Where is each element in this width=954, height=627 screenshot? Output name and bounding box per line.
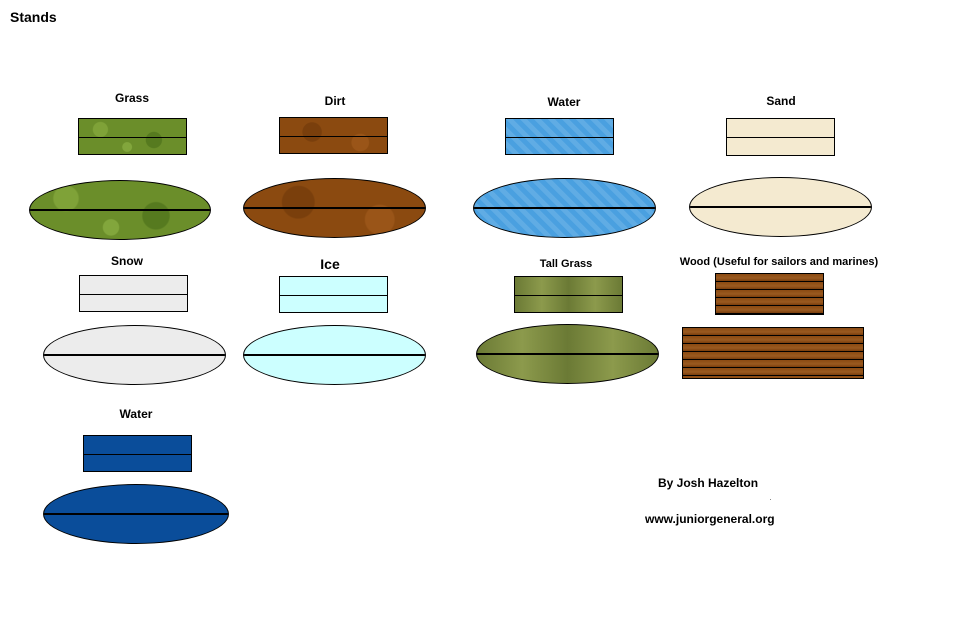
- sand-oval-stand: [689, 177, 872, 237]
- stand-divider: [690, 206, 871, 208]
- dirt-oval-stand: [243, 178, 426, 238]
- stand-divider: [30, 209, 210, 211]
- stray-dot: [770, 499, 771, 500]
- stand-divider: [515, 294, 622, 296]
- stand-label-dirt: Dirt: [324, 94, 346, 108]
- stand-divider: [280, 135, 387, 137]
- water-rect-stand: [505, 118, 614, 155]
- website-credit: www.juniorgeneral.org: [645, 512, 775, 526]
- stand-divider: [280, 294, 387, 296]
- stand-divider: [44, 354, 225, 356]
- stand-label-wood: Wood (Useful for sailors and marines): [679, 256, 879, 268]
- stand-label-snow: Snow: [111, 254, 143, 268]
- stand-divider: [80, 293, 187, 295]
- sand-rect-stand: [726, 118, 835, 156]
- snow-rect-stand: [79, 275, 188, 312]
- water-oval-stand: [473, 178, 656, 238]
- stand-divider: [79, 136, 186, 138]
- stand-divider: [44, 513, 228, 515]
- stand-divider: [727, 137, 834, 138]
- author-credit: By Josh Hazelton: [658, 476, 759, 490]
- tall-grass-rect-stand: [514, 276, 623, 313]
- snow-oval-stand: [43, 325, 226, 385]
- stand-divider: [506, 136, 613, 138]
- stand-label-sand: Sand: [766, 94, 796, 108]
- stand-label-ice: Ice: [320, 256, 340, 272]
- deep-water-rect-stand: [83, 435, 192, 472]
- wood-large-stand: [682, 327, 864, 379]
- dirt-rect-stand: [279, 117, 388, 154]
- stand-divider: [84, 453, 191, 455]
- stand-label-grass: Grass: [114, 91, 150, 105]
- grass-rect-stand: [78, 118, 187, 155]
- wood-small-stand: [715, 273, 824, 315]
- tall-grass-oval-stand: [476, 324, 659, 384]
- stand-divider: [477, 353, 658, 355]
- stand-label-tall-grass: Tall Grass: [539, 258, 593, 270]
- stand-label-water: Water: [547, 95, 581, 109]
- stand-divider: [474, 207, 655, 209]
- stand-label-deep-water: Water: [119, 407, 153, 421]
- deep-water-oval-stand: [43, 484, 229, 544]
- ice-oval-stand: [243, 325, 426, 385]
- stand-divider: [244, 207, 425, 209]
- page-title: Stands: [10, 9, 57, 25]
- grass-oval-stand: [29, 180, 211, 240]
- stand-divider: [244, 354, 425, 356]
- ice-rect-stand: [279, 276, 388, 313]
